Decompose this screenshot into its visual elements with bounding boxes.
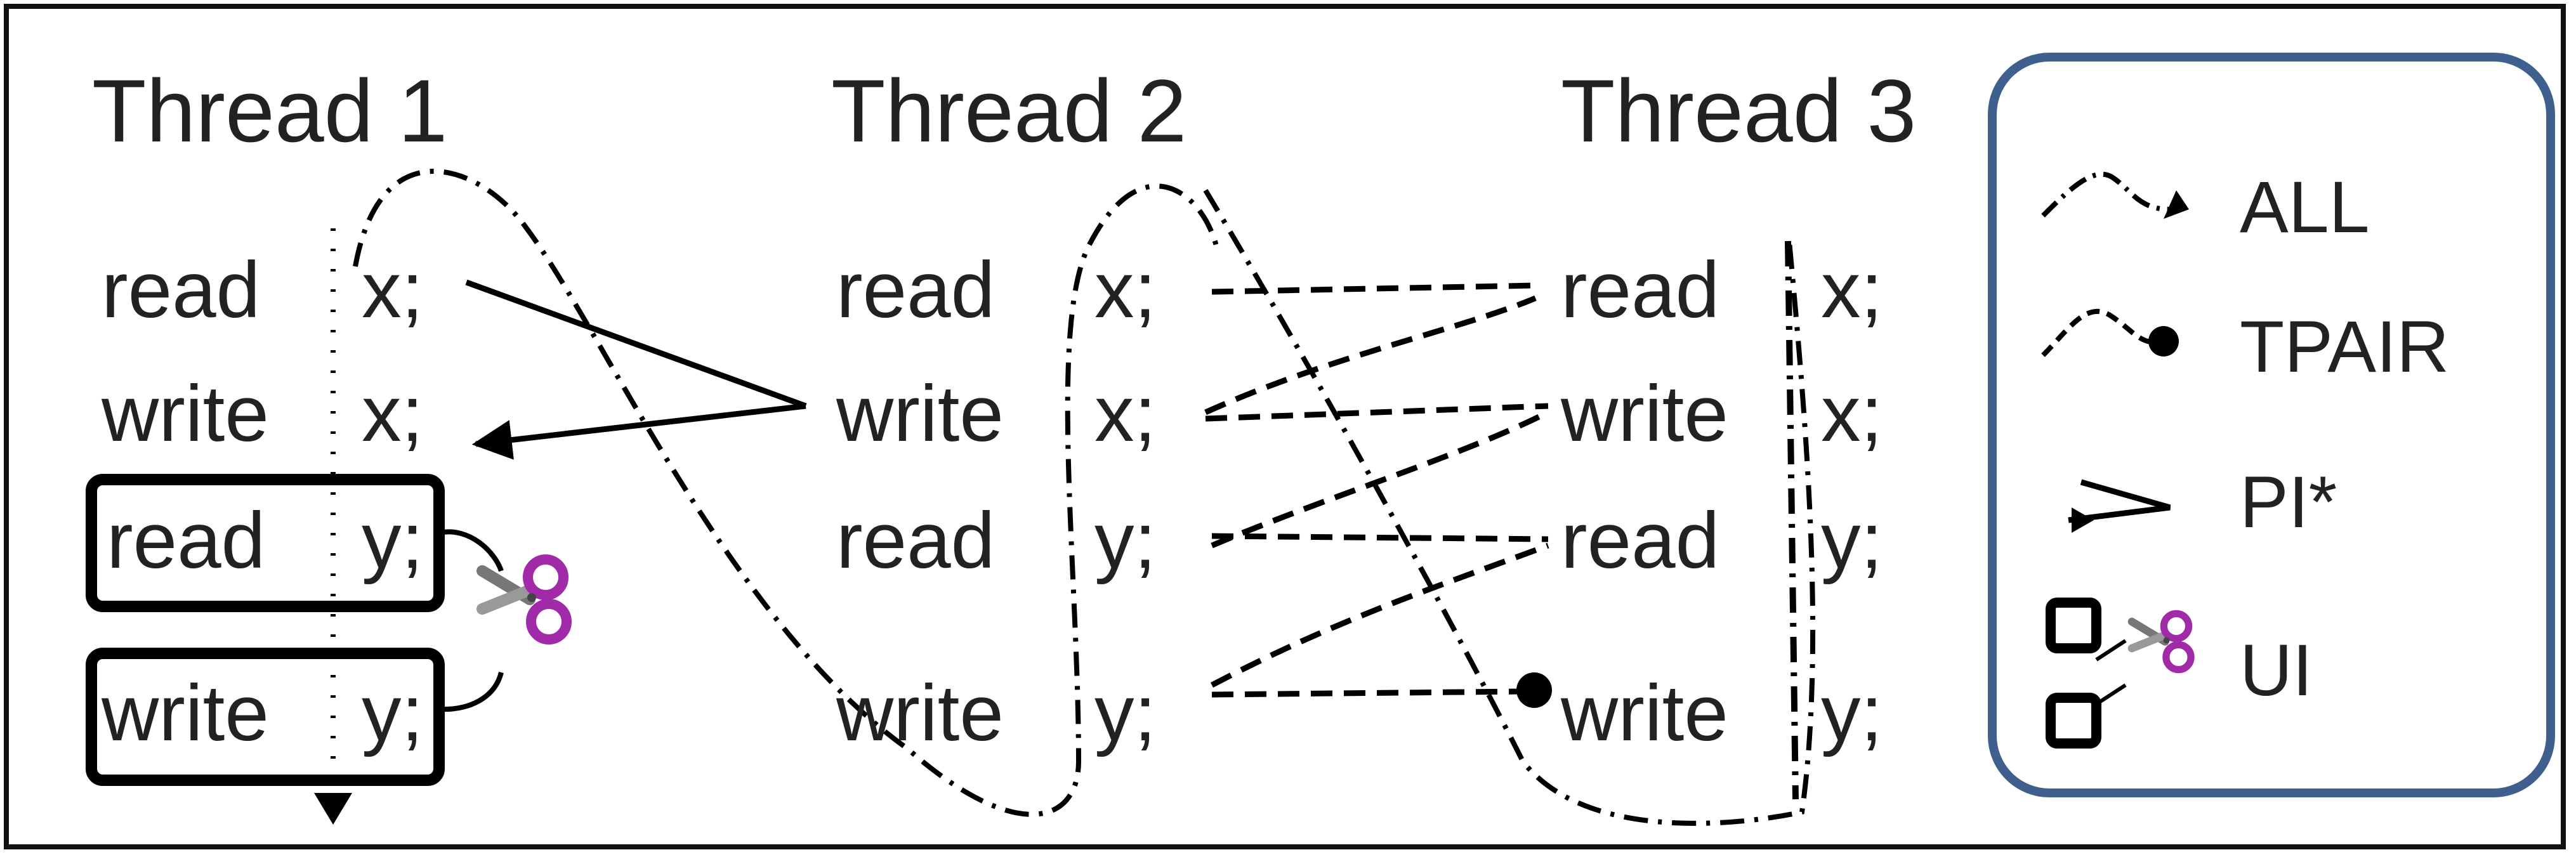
t2-var-3: y; [1094,669,1157,757]
tpair-edges [1204,282,1550,698]
t2-op-2: read [836,497,996,585]
all-loop-2 [1203,188,1816,826]
all-loop-1 [353,169,1221,817]
t3-var-2: y; [1821,497,1883,585]
solid-arrow-icon [2068,479,2171,533]
t1-var-1: x; [362,370,424,458]
t3-op-3: write [1561,669,1728,757]
t1-var-2: y; [362,497,424,585]
t3-op-2: read [1561,497,1720,585]
thread1-order-arrowhead [314,793,352,825]
dashed-dot-end-icon [2041,308,2179,357]
t3-var-3: y; [1821,669,1883,757]
pi-edge-t1readx-t2writex [465,279,807,409]
t2-op-3: write [836,669,1004,757]
legend-label-tpair: TPAIR [2240,306,2450,388]
t1-op-1: write [102,370,269,458]
t2-var-1: x; [1094,370,1157,458]
t2-var-2: y; [1094,497,1157,585]
scissors-icon [482,559,567,639]
diagram-frame [4,4,2566,849]
legend-label-pi: PI* [2240,462,2337,543]
thread-1-title: Thread 1 [92,61,448,160]
t3-op-0: read [1561,246,1720,334]
thread3-order-line [1785,240,1799,800]
t2-var-0: x; [1094,246,1157,334]
ui-box-write-y [86,648,445,786]
t1-op-3: write [102,669,269,757]
legend-label-ui: UI [2240,630,2313,711]
t3-var-0: x; [1821,246,1883,334]
tpair-endpoint-dot [1516,672,1552,708]
t2-op-0: read [836,246,996,334]
thread-3-title: Thread 3 [1561,61,1917,160]
t1-var-0: x; [362,246,424,334]
pi-edge-t2writex-t1writex [471,403,806,460]
t1-op-2: read [107,497,266,585]
legend-box [1988,53,2555,797]
ui-box-read-y [86,474,445,612]
t3-op-1: write [1561,370,1728,458]
t3-var-1: x; [1821,370,1883,458]
t1-op-0: read [102,246,261,334]
t2-op-1: write [836,370,1004,458]
dash-dot-arrow-icon [2041,171,2189,219]
ui-cut-connector-bottom [438,671,504,712]
legend-label-all: ALL [2240,167,2370,248]
boxes-scissors-icon [2046,598,2191,749]
ui-cut-connector-top [438,529,504,572]
t1-var-3: y; [362,669,424,757]
thread-2-title: Thread 2 [831,61,1187,160]
